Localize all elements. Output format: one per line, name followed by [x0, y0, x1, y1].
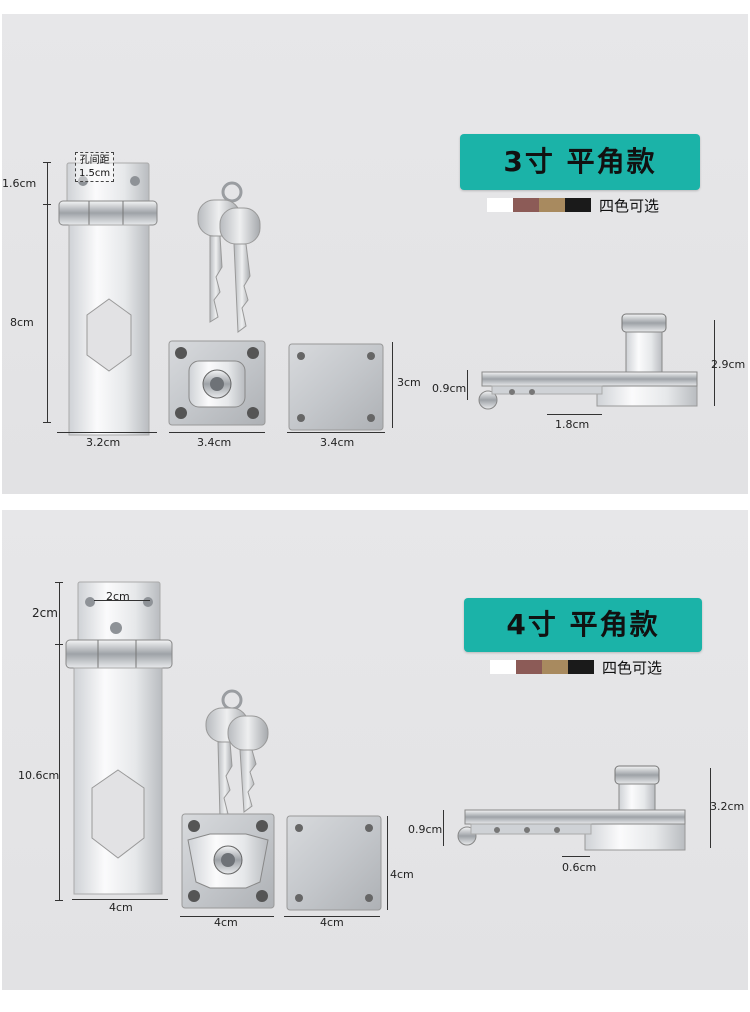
dim-side-thickness: 0.9cm	[408, 823, 443, 836]
dim-hasp-width: 4cm	[109, 901, 133, 914]
hole-spacing-title: 孔间距	[79, 155, 110, 166]
swatch-bronze[interactable]	[539, 198, 565, 212]
color-swatches	[490, 660, 594, 674]
dim-hasp-width: 3.2cm	[86, 436, 121, 449]
dim-side-height: 3.2cm	[710, 800, 745, 813]
dim-hasp-length: 8cm	[10, 316, 34, 329]
panel-3-inch: 孔间距 1.5cm	[2, 14, 748, 494]
dim-plate-width: 4cm	[320, 916, 344, 929]
side-view-illustration	[478, 313, 698, 410]
dim-hasp-length: 10.6cm	[18, 769, 60, 782]
dim-lock-width: 4cm	[214, 916, 238, 929]
hasp-illustration	[65, 581, 173, 895]
hole-spacing-label: 孔间距 1.5cm	[75, 152, 115, 182]
keys-illustration	[197, 181, 261, 333]
swatch-label: 四色可选	[602, 659, 663, 677]
hasp-illustration	[58, 162, 158, 436]
dim-plate-width: 3.4cm	[320, 436, 355, 449]
dim-top-height: 2cm	[32, 606, 58, 620]
swatch-black[interactable]	[565, 198, 591, 212]
dim-lock-width: 3.4cm	[197, 436, 232, 449]
side-view-illustration	[457, 765, 686, 851]
swatch-white[interactable]	[490, 660, 516, 674]
dim-side-offset: 0.6cm	[562, 861, 597, 874]
panel-4-inch: 2cm 2cm 10.6cm 4cm 4cm 4cm 4cm 0.9cm 0.6…	[2, 510, 748, 990]
swatch-bronze[interactable]	[542, 660, 568, 674]
dim-hole-spacing: 2cm	[106, 590, 130, 603]
lock-body-illustration	[168, 340, 266, 426]
dim-plate-height: 4cm	[390, 868, 414, 881]
color-swatches	[487, 198, 591, 212]
swatch-rosewood[interactable]	[513, 198, 539, 212]
strike-plate-illustration	[288, 343, 384, 431]
dim-top-height: 1.6cm	[2, 177, 37, 190]
dim-side-offset: 1.8cm	[555, 418, 590, 431]
swatch-white[interactable]	[487, 198, 513, 212]
keys-illustration	[205, 689, 269, 819]
lock-body-illustration	[181, 813, 275, 909]
dim-side-height: 2.9cm	[711, 358, 746, 371]
hole-spacing-value: 1.5cm	[79, 168, 111, 179]
swatch-rosewood[interactable]	[516, 660, 542, 674]
dim-side-thickness: 0.9cm	[432, 382, 467, 395]
dim-plate-height: 3cm	[397, 376, 421, 389]
product-title: 3寸 平角款	[460, 134, 700, 190]
swatch-black[interactable]	[568, 660, 594, 674]
product-title: 4寸 平角款	[464, 598, 702, 652]
strike-plate-illustration	[286, 815, 382, 911]
swatch-label: 四色可选	[599, 197, 660, 215]
dim-line	[47, 162, 48, 204]
